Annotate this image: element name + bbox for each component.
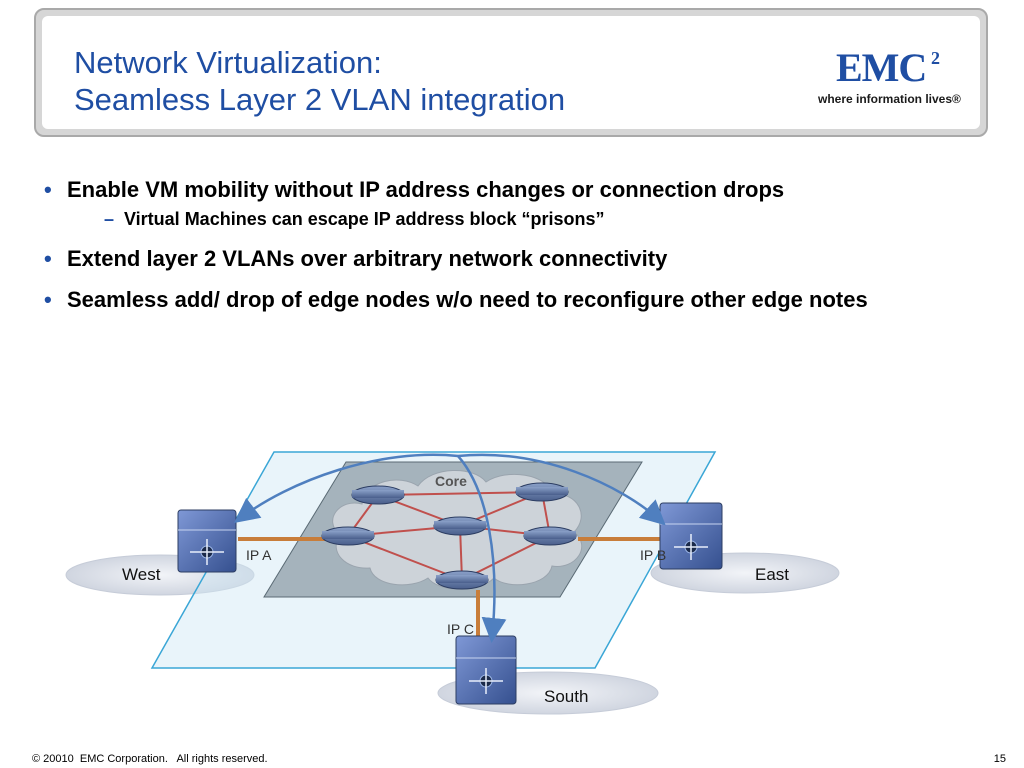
logo-superscript: 2 <box>931 48 940 68</box>
east-switch-icon <box>659 502 723 570</box>
west-switch-icon <box>177 509 237 573</box>
title-bar-inner: Network Virtualization: Seamless Layer 2… <box>42 16 980 129</box>
mobility-arrow-south <box>457 455 507 643</box>
core-router-icon <box>515 482 569 502</box>
logo-tagline: where information lives® <box>818 92 961 106</box>
bullet-dot-icon: • <box>44 246 52 271</box>
core-router-icon <box>523 526 577 546</box>
east-site-label: East <box>755 565 789 584</box>
network-diagram: Core <box>65 451 840 715</box>
bullet-item: • Enable VM mobility without IP address … <box>44 176 964 203</box>
slide-title: Network Virtualization: Seamless Layer 2… <box>74 44 565 118</box>
west-site-label: West <box>122 565 161 584</box>
bullet-item: • Extend layer 2 VLANs over arbitrary ne… <box>44 245 964 272</box>
emc-logo: EMC 2 where information lives® <box>814 46 964 110</box>
core-router-icon <box>321 526 375 546</box>
sub-bullet-text: Virtual Machines can escape IP address b… <box>124 209 605 229</box>
mobility-arrow-east <box>457 453 666 526</box>
bullet-dot-icon: • <box>44 177 52 202</box>
slide-title-line2: Seamless Layer 2 VLAN integration <box>74 82 566 117</box>
ip-a-label: IP A <box>246 547 272 563</box>
copyright-footer: © 20010 EMC Corporation. All rights rese… <box>32 753 268 765</box>
core-label: Core <box>435 473 467 489</box>
south-site-label: South <box>544 687 588 706</box>
bullet-dot-icon: • <box>44 287 52 312</box>
mobility-arrow-west <box>234 453 459 524</box>
slide-title-line1: Network Virtualization: <box>74 45 382 80</box>
bullet-text: Seamless add/ drop of edge nodes w/o nee… <box>67 287 868 312</box>
ip-c-label: IP C <box>447 621 474 637</box>
core-router-icon <box>351 485 405 505</box>
sub-bullet-item: – Virtual Machines can escape IP address… <box>44 207 964 231</box>
sub-bullet-dash-icon: – <box>104 209 115 229</box>
south-switch-icon <box>455 635 517 705</box>
bullet-text: Enable VM mobility without IP address ch… <box>67 177 785 202</box>
title-bar: Network Virtualization: Seamless Layer 2… <box>34 8 988 137</box>
core-router-icon <box>433 516 487 536</box>
core-router-icon <box>435 570 489 590</box>
bullet-item: • Seamless add/ drop of edge nodes w/o n… <box>44 286 964 313</box>
bullet-list: • Enable VM mobility without IP address … <box>44 176 964 313</box>
ip-b-label: IP B <box>640 547 666 563</box>
logo-wordmark: EMC <box>836 45 927 90</box>
bullet-text: Extend layer 2 VLANs over arbitrary netw… <box>67 246 668 271</box>
page-number: 15 <box>993 753 1006 765</box>
